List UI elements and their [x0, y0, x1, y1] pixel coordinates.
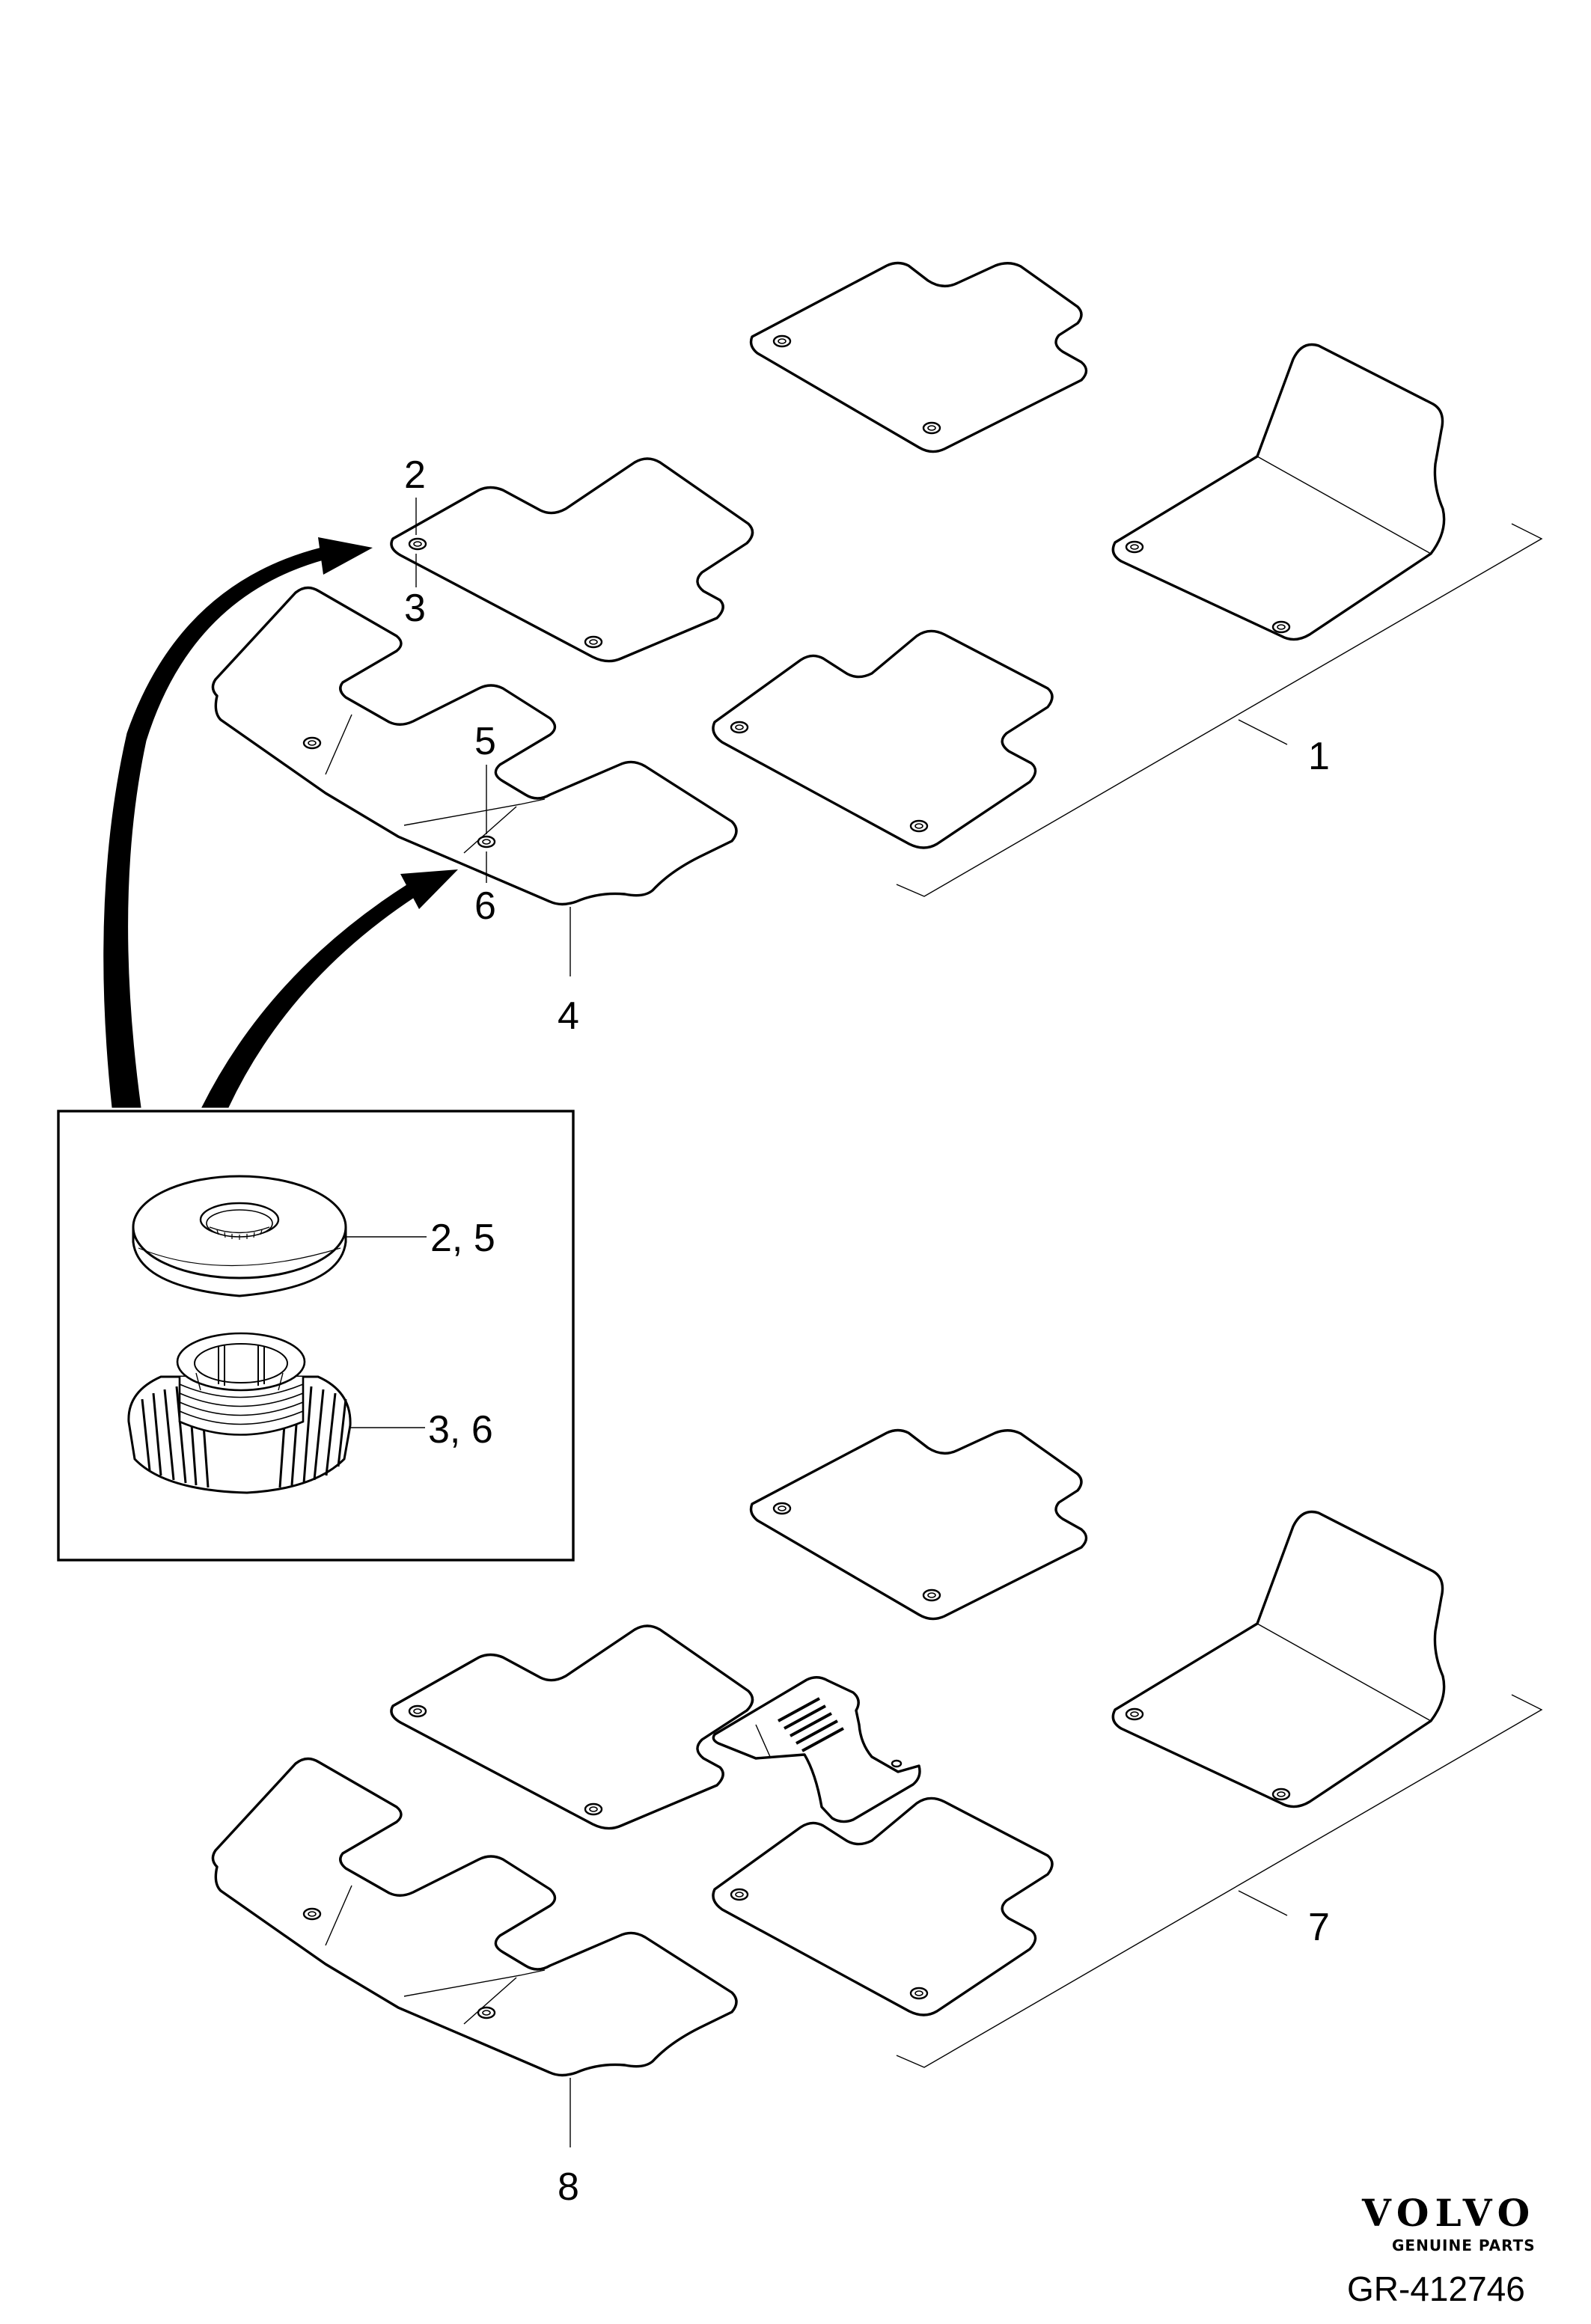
mat-kit7-rear-right-folded — [1111, 1510, 1446, 1808]
genuine-parts-text: GENUINE PARTS — [1392, 2236, 1536, 2254]
mat-kit1-passenger — [712, 629, 1054, 849]
clip-icon — [408, 1704, 427, 1718]
mat-kit1-front-center — [749, 261, 1088, 453]
mat-rear-seam — [403, 1969, 546, 1997]
mat-rear-seam — [403, 798, 546, 826]
kit-7-bracket — [896, 1694, 1543, 2068]
kit-1-group — [211, 261, 1543, 906]
clip-icon — [922, 421, 941, 435]
mat-rear-4 — [211, 586, 738, 906]
clip-icon — [302, 736, 322, 750]
clip-icon — [922, 1588, 941, 1602]
callout-7: 7 — [1308, 1906, 1330, 1949]
clip-ring-part — [132, 1175, 347, 1297]
mat-fold-line — [1256, 456, 1432, 554]
kit-1-bracket — [896, 523, 1543, 897]
callout-8: 8 — [558, 2165, 579, 2209]
clip-icon — [584, 1802, 603, 1816]
reference-code: GR-412746 — [1347, 2269, 1525, 2308]
clip-base-part — [127, 1332, 352, 1494]
clip-icon — [772, 1502, 792, 1515]
callout-3-6: 3, 6 — [428, 1408, 493, 1452]
clip-icon — [1125, 1707, 1144, 1721]
mat-rear-seam — [463, 1977, 517, 2025]
mat-rear-seam — [325, 1885, 352, 1946]
clip-icon — [909, 819, 929, 833]
clip-icon — [1271, 1788, 1291, 1801]
clip-icon — [730, 1888, 749, 1901]
clip-icon — [730, 721, 749, 734]
tunnel-mat-piece — [712, 1676, 921, 1823]
clip-icon — [408, 537, 427, 551]
callout-2: 2 — [404, 453, 426, 497]
callout-5: 5 — [474, 720, 496, 763]
mat-kit7-front-center — [749, 1428, 1088, 1621]
mat-kit1-driver — [390, 457, 754, 663]
clip-icon — [772, 334, 792, 348]
callout-4: 4 — [558, 994, 579, 1038]
mat-rear-seam — [463, 806, 517, 854]
clip-icon — [1271, 620, 1291, 634]
clip-icon — [477, 2006, 496, 2019]
callout-1: 1 — [1308, 735, 1330, 778]
callout-leader — [1238, 1890, 1288, 1916]
mat-kit1-rear-right-folded — [1111, 343, 1446, 641]
callout-3: 3 — [404, 587, 426, 630]
callout-2-5: 2, 5 — [430, 1217, 495, 1260]
clip-detail-inset: 2, 5 3, 6 — [57, 1110, 575, 1562]
callout-6: 6 — [474, 884, 496, 928]
mat-rear-8 — [211, 1757, 738, 2077]
arrow-to-clip-2-3 — [103, 537, 373, 1108]
clip-icon — [909, 1987, 929, 2000]
volvo-logo: VOLVO — [1361, 2191, 1536, 2235]
clip-icon — [302, 1907, 322, 1921]
clip-icon — [1125, 540, 1144, 554]
arrow-to-clip-5-6 — [201, 869, 458, 1108]
mat-rear-seam — [325, 714, 352, 775]
mat-kit7-driver — [390, 1624, 754, 1830]
mat-kit7-passenger — [712, 1796, 1054, 2016]
clip-icon — [584, 635, 603, 649]
callout-leader — [1238, 719, 1288, 745]
clip-icon — [477, 835, 496, 848]
mat-fold-line — [1256, 1623, 1432, 1722]
kit-7-group — [211, 1428, 1543, 2077]
